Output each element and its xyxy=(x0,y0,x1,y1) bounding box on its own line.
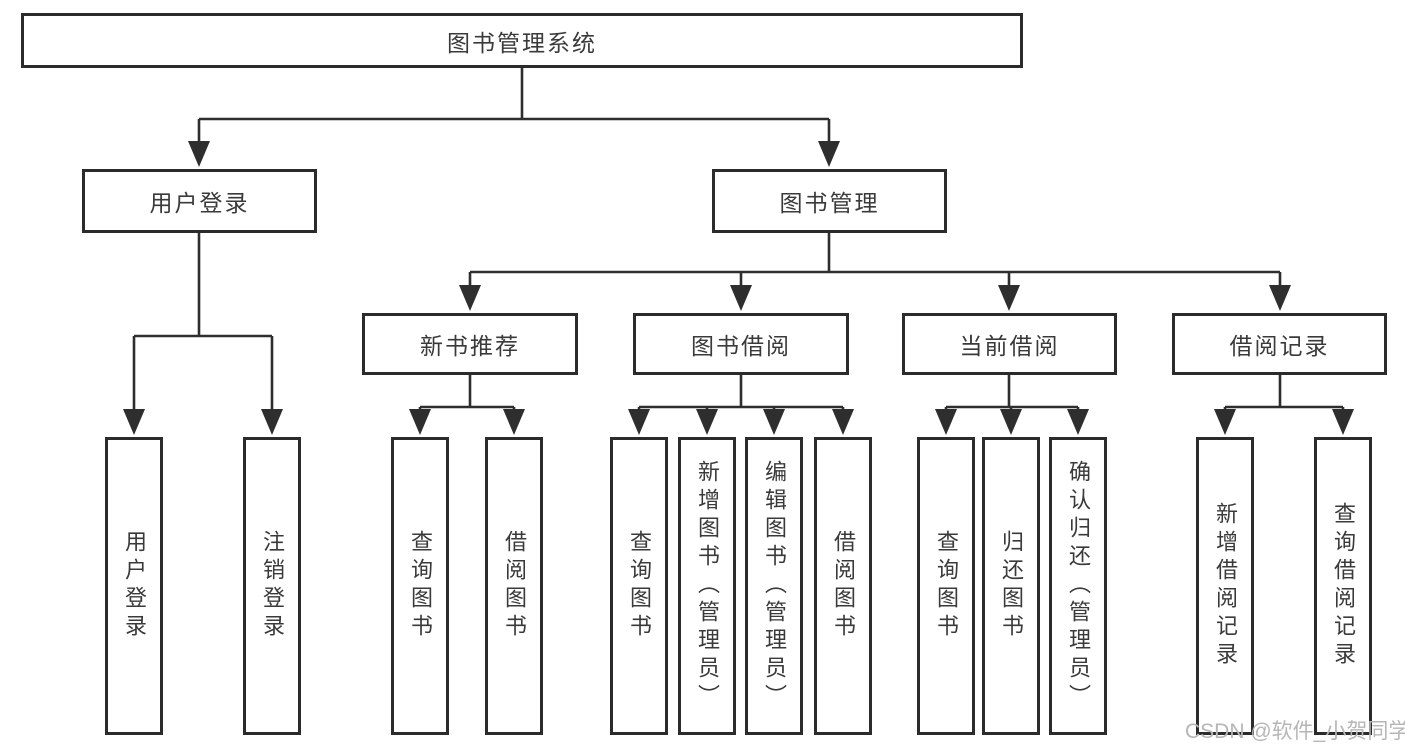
leaf-search-books-borrow: 查询图书 xyxy=(610,437,668,735)
node-label: 借阅图书 xyxy=(831,530,856,642)
leaf-edit-books-admin: 编辑图书（管理员） xyxy=(745,437,803,735)
node-current-borrow: 当前借阅 xyxy=(902,313,1117,375)
leaf-return-books: 归还图书 xyxy=(982,437,1040,735)
node-label: 查询图书 xyxy=(934,530,959,642)
node-label: 图书借阅 xyxy=(691,333,791,359)
node-label: 当前借阅 xyxy=(959,333,1060,359)
node-label: 新书推荐 xyxy=(420,333,520,359)
leaf-user-login: 用户登录 xyxy=(105,437,163,735)
leaf-confirm-return-admin: 确认归还（管理员） xyxy=(1049,437,1107,735)
node-library-management-system: 图书管理系统 xyxy=(21,13,1023,68)
node-label: 新增图书（管理员） xyxy=(695,460,720,712)
node-book-borrow: 图书借阅 xyxy=(633,313,849,375)
leaf-add-borrow-record: 新增借阅记录 xyxy=(1196,437,1254,735)
node-book-management: 图书管理 xyxy=(712,169,947,233)
node-new-book-recommend: 新书推荐 xyxy=(362,313,578,375)
node-label: 查询图书 xyxy=(627,530,652,642)
node-label: 查询借阅记录 xyxy=(1331,502,1356,670)
node-label: 用户登录 xyxy=(122,530,147,642)
node-label: 查询图书 xyxy=(408,530,433,642)
node-label: 注销登录 xyxy=(260,530,285,642)
node-borrow-records: 借阅记录 xyxy=(1172,313,1387,375)
leaf-search-borrow-record: 查询借阅记录 xyxy=(1314,437,1372,735)
node-label: 确认归还（管理员） xyxy=(1066,460,1091,712)
node-label: 编辑图书（管理员） xyxy=(762,460,787,712)
leaf-add-books-admin: 新增图书（管理员） xyxy=(678,437,736,735)
arrowheads xyxy=(123,141,1354,435)
node-label: 借阅记录 xyxy=(1229,333,1330,359)
leaf-logout: 注销登录 xyxy=(243,437,301,735)
node-label: 归还图书 xyxy=(999,530,1024,642)
leaf-search-books-recommend: 查询图书 xyxy=(391,437,449,735)
leaf-search-books-current: 查询图书 xyxy=(917,437,975,735)
leaf-borrow-books-recommend: 借阅图书 xyxy=(485,437,543,735)
node-label: 借阅图书 xyxy=(502,530,527,642)
leaf-borrow-books: 借阅图书 xyxy=(814,437,872,735)
node-label: 图书管理系统 xyxy=(447,29,597,56)
node-label: 新增借阅记录 xyxy=(1213,502,1238,670)
node-label: 用户登录 xyxy=(149,190,250,216)
csdn-watermark: CSDN @软件_小贺同学 xyxy=(1185,720,1405,743)
node-user-login: 用户登录 xyxy=(82,169,317,233)
node-label: 图书管理 xyxy=(779,190,880,216)
